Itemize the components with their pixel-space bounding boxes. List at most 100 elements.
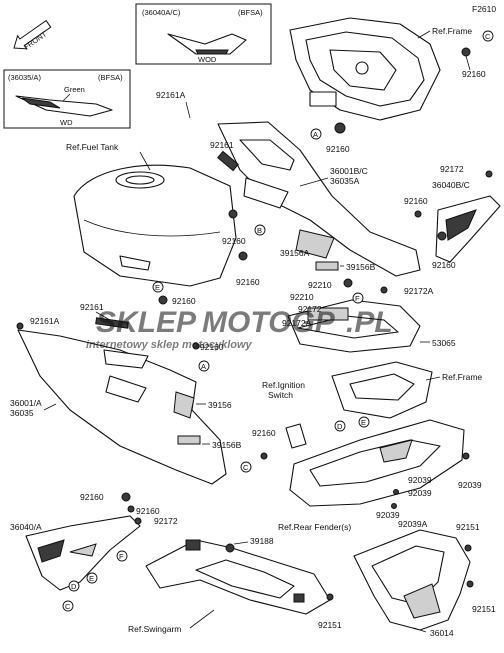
callout-f-left [116, 550, 128, 562]
label-36040bc: 36040B/C [432, 180, 470, 190]
callout-c-top [482, 30, 494, 42]
label-92160-tank-low: 92160 [236, 277, 260, 287]
label-53065: 53065 [432, 338, 456, 348]
rear-fender: D E 92039 92039 92039 92039 92039A Ref.R… [278, 416, 482, 532]
inset-top-variant: (BFSA) [238, 8, 263, 17]
callout-d-fender-label: D [337, 422, 343, 431]
label-92161a-lower: 92161A [30, 316, 60, 326]
label-92160-top: 92160 [462, 69, 486, 79]
callout-d-left-label: D [71, 582, 77, 591]
label-36001a: 36001/A [10, 398, 42, 408]
watermark-tagline: internetowy sklep motocyklowy [86, 339, 253, 351]
label-92210: 92210 [290, 292, 314, 302]
callout-e-tank [152, 281, 164, 293]
label-92039a: 92039A [398, 519, 428, 529]
callout-b-upper [254, 224, 266, 236]
label-92160-tank-right: 92160 [222, 236, 246, 246]
ignition-switch: Ref.Ignition Switch 92160 C [240, 380, 307, 473]
label-92039-b: 92039 [408, 488, 432, 498]
label-92160-lower-low: 92160 [136, 506, 160, 516]
label-92151-right: 92151 [456, 522, 480, 532]
ref-frame-mid: Ref.Frame [442, 372, 482, 382]
inset-left-title: (36035/A) [8, 73, 41, 82]
label-92161a-top: 92161A [156, 90, 186, 100]
ref-fuel-tank: Ref.Fuel Tank [66, 142, 119, 152]
callout-e-left-label: E [89, 574, 94, 583]
seat-bracket: F 92210 92210 92172 92172A 92172A 53065 [282, 278, 456, 353]
label-92160-tank-bottom: 92160 [172, 296, 196, 306]
label-92160-lower-mid: 92160 [80, 492, 104, 502]
callout-a-lower-label: A [201, 362, 206, 371]
callout-c-mid [240, 461, 252, 473]
label-92172-left: 92172 [154, 516, 178, 526]
rear-mudguard: 92151 92151 36014 [353, 522, 496, 638]
label-36040a: 36040/A [10, 522, 42, 532]
callout-f-left-label: F [119, 552, 124, 561]
label-92160-right: 92160 [404, 196, 428, 206]
label-39188: 39188 [250, 536, 274, 546]
ref-frame-top: Ref.Frame [432, 26, 472, 36]
inset-left-panel-stripe [21, 97, 61, 109]
label-92160-right-low: 92160 [432, 260, 456, 270]
label-36035a: 36035A [330, 176, 360, 186]
inset-left-variant: (BFSA) [98, 73, 123, 82]
ref-swingarm: Ref.Swingarm [128, 624, 181, 634]
callout-e-tank-label: E [155, 283, 160, 292]
inset-left: (36035/A) (BFSA) Green WD [3, 69, 131, 129]
label-92151-right-low: 92151 [472, 604, 496, 614]
label-39156b-upper: 39156B [346, 262, 376, 272]
ref-ignition-line1: Ref.Ignition [262, 380, 305, 390]
frame-top: Ref.Frame C 92160 A 92160 [289, 17, 494, 154]
callout-a-top [310, 128, 322, 140]
inset-top-color: WOD [198, 55, 217, 64]
watermark-brand-a: SKLEP [96, 306, 197, 339]
label-92210-top: 92210 [308, 280, 332, 290]
watermark-brand-c: .PL [346, 306, 393, 339]
label-36035: 36035 [10, 408, 34, 418]
label-92172-mid: 92172 [298, 304, 322, 314]
label-92161-lower: 92161 [80, 302, 104, 312]
label-92039-a: 92039 [408, 475, 432, 485]
inset-top-title: (36040A/C) [142, 8, 181, 17]
inset-left-color: WD [60, 118, 73, 127]
callout-e-fender-label: E [361, 418, 366, 427]
swingarm: 39188 Ref.Swingarm 92151 [128, 536, 342, 634]
label-92160-lower: 92160 [200, 342, 224, 352]
callout-c-left [62, 600, 74, 612]
side-cover-upper: 92161A 92161 36001B/C 36035A B 92160 921… [156, 90, 421, 287]
callout-a-top-label: A [313, 130, 318, 139]
callout-a-lower [198, 360, 210, 372]
callout-e-fender [358, 416, 370, 428]
callout-c-top-label: C [485, 32, 491, 41]
inset-top-cowl [167, 33, 247, 55]
callout-c-mid-label: C [243, 463, 249, 472]
label-92151-bottom: 92151 [318, 620, 342, 630]
ref-rear-fender: Ref.Rear Fender(s) [278, 522, 351, 532]
watermark: SKLEP MOTOGP .PL internetowy sklep motoc… [86, 306, 393, 351]
callout-f-mid-label: F [355, 294, 360, 303]
tail-cowl-left: 36040/A 92172 F E D C [10, 515, 178, 612]
label-36001bc: 36001B/C [330, 166, 368, 176]
label-92161-upper: 92161 [210, 140, 234, 150]
inset-top: (36040A/C) (BFSA) WOD [135, 3, 272, 65]
callout-d-fender [334, 420, 346, 432]
front-arrow-icon [13, 19, 52, 50]
label-92160-ignition: 92160 [252, 428, 276, 438]
label-92039-c: 92039 [376, 510, 400, 520]
frame-mid: Ref.Frame [331, 361, 482, 419]
label-36014: 36014 [430, 628, 454, 638]
tail-cowl-right: 92172 36040B/C 92160 92160 [404, 164, 501, 270]
label-39156b-lower: 39156B [212, 440, 242, 450]
fuel-tank: Ref.Fuel Tank [66, 142, 237, 287]
label-39156: 39156 [208, 400, 232, 410]
label-92172a-right: 92172A [404, 286, 434, 296]
label-92039-right: 92039 [458, 480, 482, 490]
label-92160-frame: 92160 [326, 144, 350, 154]
ref-ignition-line2: Switch [268, 390, 293, 400]
inset-top-frame [135, 3, 272, 65]
inset-top-cowl-stripe [195, 49, 229, 55]
side-cover-lower: 92161 92161A 92160 A 36001/A 36035 39156… [10, 302, 242, 516]
diagram-id: F2610 [472, 4, 496, 14]
